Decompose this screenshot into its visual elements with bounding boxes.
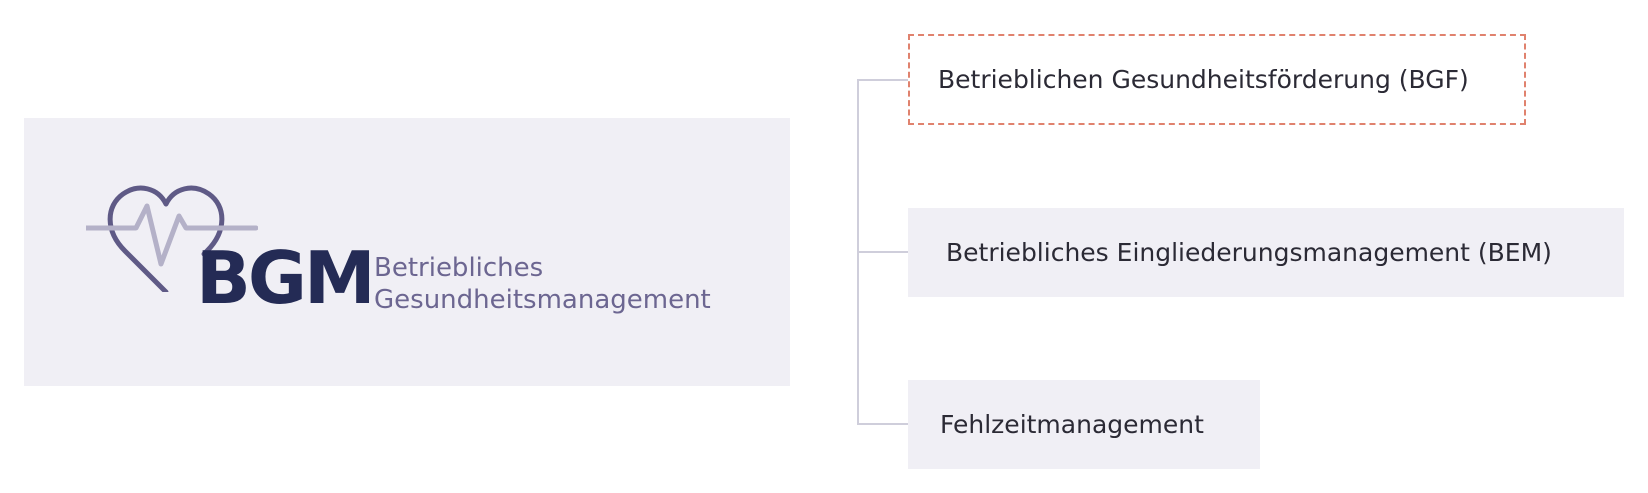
node-bgf: Betrieblichen Gesundheitsförderung (BGF) [908,34,1526,125]
node-bem-label: Betriebliches Eingliederungsmanagement (… [946,238,1552,267]
logo-panel: BGM Betriebliches Gesundheitsmanagement [24,118,790,386]
logo-acronym: BGM [196,236,376,320]
logo-subtitle-line-2: Gesundheitsmanagement [374,285,711,315]
node-bgf-label: Betrieblichen Gesundheitsförderung (BGF) [938,65,1469,94]
node-fehlzeitmanagement: Fehlzeitmanagement [908,380,1260,469]
node-bem: Betriebliches Eingliederungsmanagement (… [908,208,1624,297]
connector-branch-bem [857,251,908,253]
connector-branch-bgf [857,79,908,81]
logo-subtitle-line-1: Betriebliches [374,253,544,283]
connector-branch-fehlzeit [857,423,908,425]
heart-pulse-icon [86,185,258,292]
node-fehlzeitmanagement-label: Fehlzeitmanagement [940,410,1204,439]
